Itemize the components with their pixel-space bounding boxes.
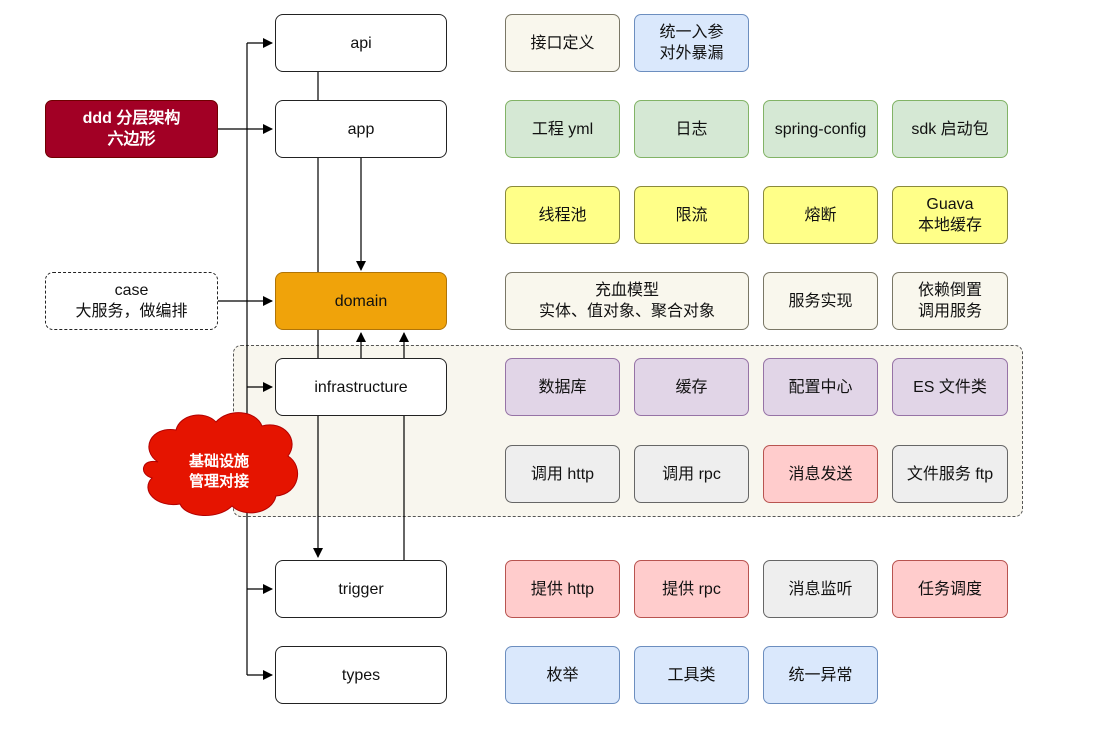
infra-tag-file-ftp[interactable]: 文件服务 ftp bbox=[892, 445, 1008, 503]
trigger-tag-provide-rpc[interactable]: 提供 rpc bbox=[634, 560, 749, 618]
layer-app[interactable]: app bbox=[275, 100, 447, 158]
api-tag-interface-definition[interactable]: 接口定义 bbox=[505, 14, 620, 72]
domain-tag-service-impl[interactable]: 服务实现 bbox=[763, 272, 878, 330]
layer-domain[interactable]: domain bbox=[275, 272, 447, 330]
infra-tag-message-send[interactable]: 消息发送 bbox=[763, 445, 878, 503]
layer-infrastructure[interactable]: infrastructure bbox=[275, 358, 447, 416]
app-tag-spring-config[interactable]: spring-config bbox=[763, 100, 878, 158]
types-tag-utils[interactable]: 工具类 bbox=[634, 646, 749, 704]
trigger-tag-provide-http[interactable]: 提供 http bbox=[505, 560, 620, 618]
infra-tag-cache[interactable]: 缓存 bbox=[634, 358, 749, 416]
ddd-architecture-box[interactable]: ddd 分层架构 六边形 bbox=[45, 100, 218, 158]
app-tag-logging[interactable]: 日志 bbox=[634, 100, 749, 158]
types-tag-enum[interactable]: 枚举 bbox=[505, 646, 620, 704]
app-tag-circuit-breaker[interactable]: 熔断 bbox=[763, 186, 878, 244]
app-tag-sdk-starter[interactable]: sdk 启动包 bbox=[892, 100, 1008, 158]
infra-tag-database[interactable]: 数据库 bbox=[505, 358, 620, 416]
layer-api[interactable]: api bbox=[275, 14, 447, 72]
app-tag-project-yml[interactable]: 工程 yml bbox=[505, 100, 620, 158]
app-tag-rate-limit[interactable]: 限流 bbox=[634, 186, 749, 244]
infra-tag-es-files[interactable]: ES 文件类 bbox=[892, 358, 1008, 416]
domain-tag-dependency-inversion[interactable]: 依赖倒置 调用服务 bbox=[892, 272, 1008, 330]
app-tag-thread-pool[interactable]: 线程池 bbox=[505, 186, 620, 244]
case-orchestration-box[interactable]: case 大服务，做编排 bbox=[45, 272, 218, 330]
layer-types[interactable]: types bbox=[275, 646, 447, 704]
app-tag-guava-cache[interactable]: Guava 本地缓存 bbox=[892, 186, 1008, 244]
infra-tag-call-http[interactable]: 调用 http bbox=[505, 445, 620, 503]
trigger-tag-message-listen[interactable]: 消息监听 bbox=[763, 560, 878, 618]
infra-cloud-label: 基础设施 管理对接 bbox=[188, 453, 249, 490]
domain-tag-rich-model[interactable]: 充血模型 实体、值对象、聚合对象 bbox=[505, 272, 749, 330]
infra-tag-call-rpc[interactable]: 调用 rpc bbox=[634, 445, 749, 503]
trigger-tag-task-schedule[interactable]: 任务调度 bbox=[892, 560, 1008, 618]
api-tag-unified-input[interactable]: 统一入参 对外暴漏 bbox=[634, 14, 749, 72]
layer-trigger[interactable]: trigger bbox=[275, 560, 447, 618]
types-tag-unified-exception[interactable]: 统一异常 bbox=[763, 646, 878, 704]
infra-tag-config-center[interactable]: 配置中心 bbox=[763, 358, 878, 416]
